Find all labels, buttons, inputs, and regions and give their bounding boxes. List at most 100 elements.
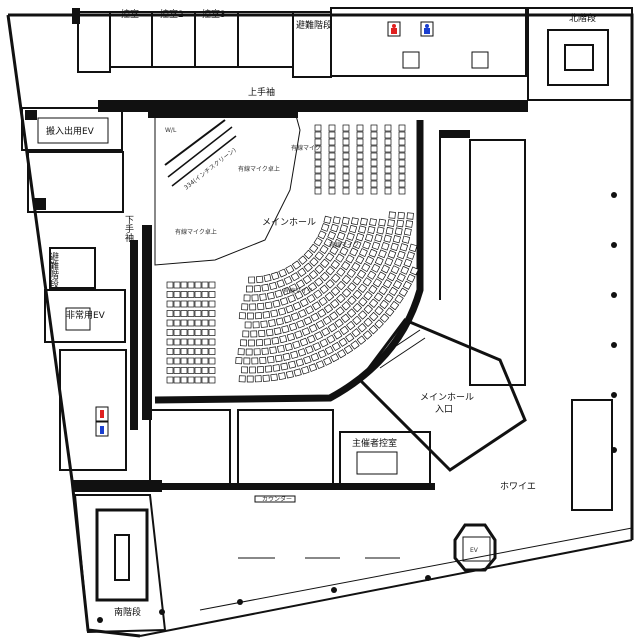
seat <box>374 305 384 316</box>
seat <box>299 337 309 347</box>
label-stage-right-wing: 上手袖 <box>248 86 275 98</box>
seat <box>329 311 339 321</box>
seat <box>277 307 287 316</box>
seat <box>310 352 320 362</box>
seat <box>173 310 181 317</box>
seat <box>301 327 311 336</box>
seat <box>398 131 406 139</box>
seat <box>180 310 188 317</box>
seat <box>329 245 339 255</box>
seat <box>320 223 330 232</box>
seat <box>370 152 378 160</box>
seat <box>173 348 181 355</box>
seat <box>383 234 392 243</box>
seat <box>328 124 336 132</box>
seat <box>356 187 364 195</box>
seat <box>330 223 339 233</box>
seat <box>173 376 181 384</box>
seat <box>180 291 188 298</box>
seat <box>314 166 322 174</box>
seat <box>356 335 367 345</box>
seat <box>268 281 278 291</box>
seat <box>352 302 363 313</box>
seat <box>247 312 254 320</box>
seat <box>342 145 350 153</box>
seat <box>261 283 270 292</box>
seat <box>355 232 365 242</box>
seat <box>249 366 256 374</box>
stage <box>148 110 301 266</box>
seat <box>378 249 387 259</box>
seat <box>336 267 346 277</box>
seat <box>378 218 386 227</box>
seat <box>294 330 303 339</box>
seat <box>278 268 288 278</box>
seat <box>370 159 378 167</box>
seat <box>180 357 188 365</box>
seat <box>295 358 304 367</box>
seat <box>274 289 283 298</box>
seat <box>341 288 352 298</box>
seat <box>295 279 306 289</box>
seat <box>384 180 392 188</box>
seat <box>370 138 378 146</box>
seat <box>342 159 350 167</box>
seat <box>323 303 334 314</box>
seat <box>385 226 394 235</box>
seat <box>208 348 216 355</box>
seat <box>330 299 340 309</box>
seat <box>301 366 310 375</box>
seat <box>180 376 188 384</box>
seat <box>173 281 181 289</box>
seat <box>374 233 383 243</box>
seat <box>281 286 291 296</box>
seat <box>243 294 251 302</box>
seat <box>281 325 290 334</box>
restroom-icons <box>95 21 489 437</box>
seat <box>208 300 216 308</box>
seat <box>180 348 188 355</box>
seat <box>187 310 195 317</box>
seat <box>345 254 355 264</box>
seat <box>238 312 246 320</box>
seat <box>194 348 202 355</box>
seat <box>297 348 307 357</box>
seat <box>253 285 261 293</box>
seat <box>388 286 398 297</box>
seat <box>326 334 336 344</box>
seat <box>208 376 216 384</box>
seat <box>379 313 390 323</box>
seat <box>370 187 378 195</box>
seat <box>397 211 405 220</box>
label-waiting-room-2: 控室2 <box>160 8 184 20</box>
seat <box>340 313 351 324</box>
seat <box>396 273 406 283</box>
seat <box>398 180 406 188</box>
seat <box>303 262 313 273</box>
seat <box>253 348 261 356</box>
seat <box>351 261 361 272</box>
seat <box>356 152 364 160</box>
seat <box>274 354 283 363</box>
seat <box>180 338 188 346</box>
seat <box>301 286 311 296</box>
seat <box>250 330 258 338</box>
seat <box>201 357 209 365</box>
seat <box>242 330 250 338</box>
seat <box>398 173 406 181</box>
seat <box>362 240 371 250</box>
seat <box>314 173 322 181</box>
seat <box>346 232 355 241</box>
seat <box>328 173 336 181</box>
seat <box>314 180 322 188</box>
seat <box>361 262 371 273</box>
seat <box>401 235 411 244</box>
seat <box>187 329 195 336</box>
seat <box>323 238 333 248</box>
seat <box>342 180 350 188</box>
seat <box>194 319 202 327</box>
label-waiting-room-3: 控室3 <box>202 8 226 20</box>
seat <box>201 300 209 308</box>
seat <box>342 138 350 146</box>
